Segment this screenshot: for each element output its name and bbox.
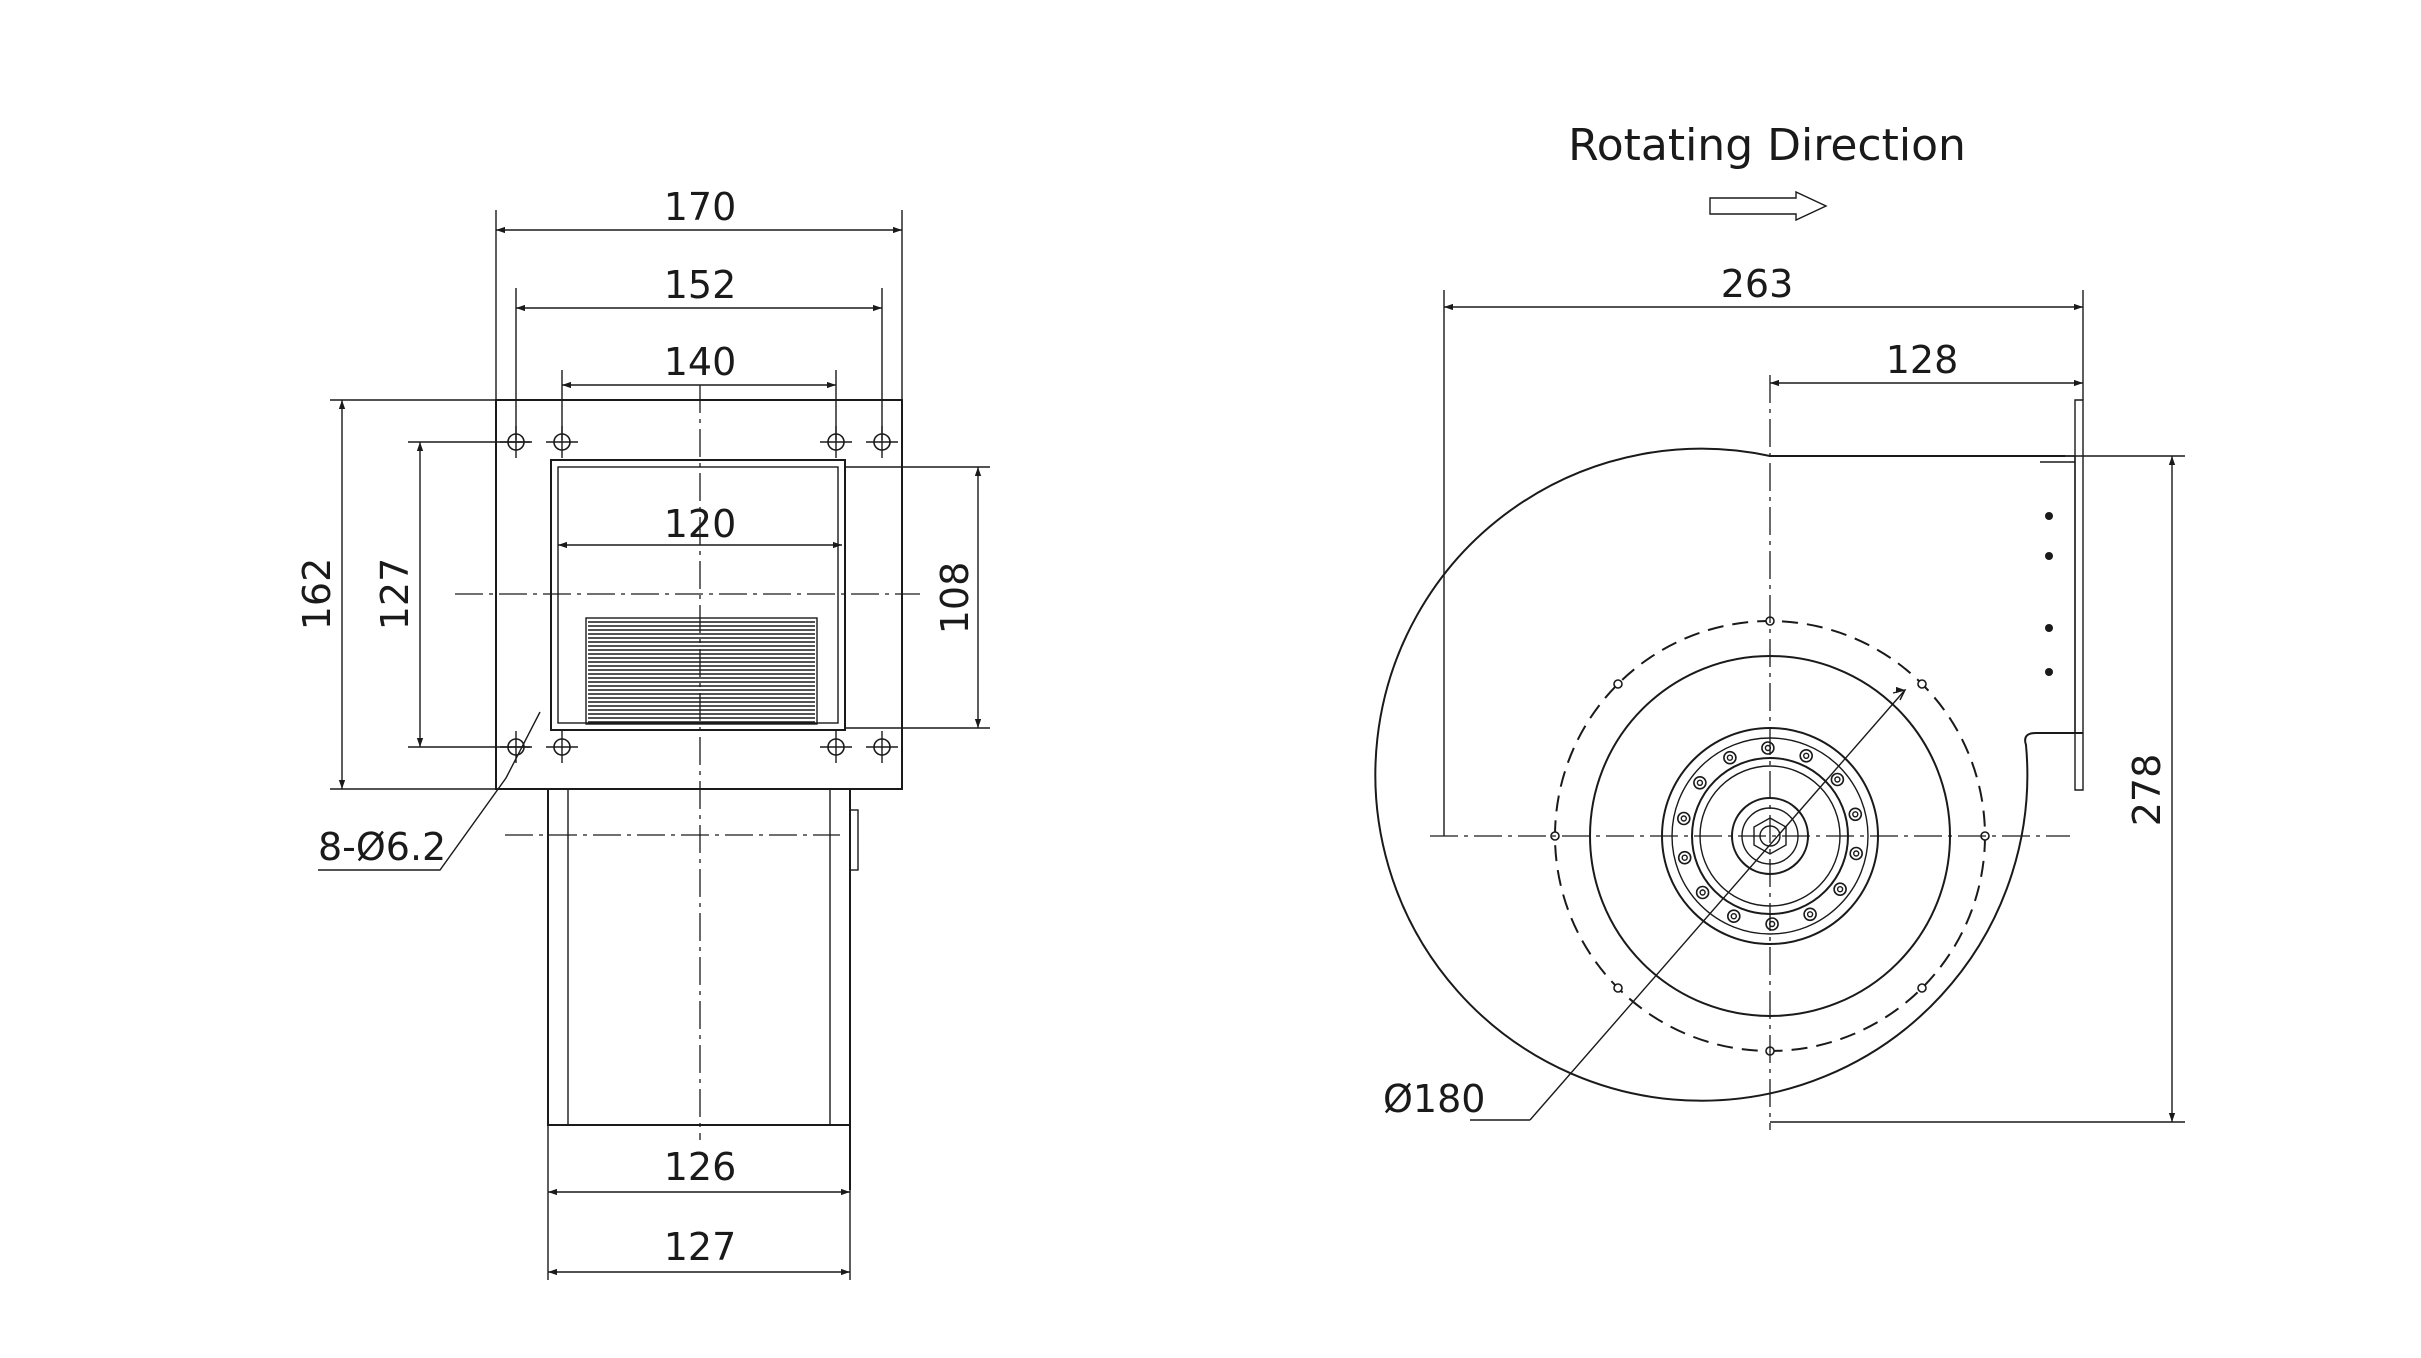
hub-bolt-center	[1730, 913, 1738, 920]
dim-label-152: 152	[664, 263, 737, 307]
hub-bolt	[1848, 807, 1863, 822]
dim-label-diameter: Ø180	[1383, 1077, 1485, 1121]
outlet-opening	[550, 459, 846, 731]
hub-bolt	[1677, 850, 1692, 865]
outlet-mount	[2045, 455, 2076, 734]
hub-bolt-center	[1726, 754, 1734, 761]
hub-bolt	[1849, 846, 1863, 861]
hub-bolt	[1723, 750, 1737, 765]
dim-label-162: 162	[295, 558, 339, 631]
impeller-fins	[585, 617, 818, 725]
dim-label-278: 278	[2125, 754, 2169, 827]
hub-bolt	[1727, 909, 1741, 924]
outlet-bolt-dot	[2045, 552, 2053, 560]
dim-label-127-horiz: 127	[664, 1225, 737, 1269]
dim-label-108: 108	[933, 562, 977, 635]
hub-bolt-center	[1852, 850, 1860, 857]
rotating-direction-label: Rotating Direction	[1568, 120, 1966, 171]
hub-bolt	[1761, 741, 1775, 755]
motor-tab	[849, 809, 859, 871]
outlet-bolt-dot	[2045, 668, 2053, 676]
dim-label-120: 120	[664, 502, 737, 546]
hub-bolt-center	[1802, 752, 1810, 759]
hub-bolt	[1833, 882, 1847, 897]
rotation-arrow-icon	[1709, 190, 1828, 222]
hub-bolt-center	[1852, 811, 1859, 818]
diameter-arrow-head	[1892, 688, 1907, 701]
diameter-line	[1529, 689, 1906, 1121]
outlet-inner-edge	[557, 466, 839, 724]
ring-hole	[1917, 983, 1927, 993]
dim-label-128: 128	[1886, 338, 1959, 382]
dim-label-126: 126	[664, 1145, 737, 1189]
impeller-outline	[585, 617, 818, 725]
side-view: Rotating Direction	[1374, 120, 2185, 1130]
ring-hole	[1613, 983, 1623, 993]
hub-bolt-center	[1696, 779, 1704, 786]
motor-body	[547, 788, 851, 1126]
hub-bolt-center	[1834, 776, 1841, 783]
hub-bolt	[1803, 907, 1817, 922]
hole-note-label: 8-Ø6.2	[318, 825, 446, 869]
hub-bolt	[1765, 917, 1779, 931]
scroll-housing	[1374, 447, 2083, 1102]
hub-bolt-center	[1680, 815, 1688, 822]
hub-bolt	[1830, 772, 1845, 787]
hub-bolt-center	[1836, 886, 1844, 893]
hole-leader	[318, 711, 541, 871]
dim-label-140: 140	[664, 340, 737, 384]
hub-bolt-center	[1699, 889, 1706, 896]
outlet-flange-strip	[2074, 399, 2084, 791]
outlet-bolt-dot	[2045, 624, 2053, 632]
hub-bolt-center	[1806, 911, 1814, 918]
hub-bolt-center	[1681, 854, 1688, 861]
dim-label-263: 263	[1721, 262, 1794, 306]
ring-hole	[1917, 679, 1927, 689]
hub-bolt	[1799, 748, 1813, 763]
dim-label-170: 170	[664, 185, 737, 229]
outlet-bolt-dots	[2045, 512, 2053, 676]
hub-bolt	[1695, 885, 1710, 900]
dim-label-127-vert: 127	[373, 558, 417, 631]
hub-bolt	[1677, 811, 1691, 826]
outlet-bolt-dot	[2045, 512, 2053, 520]
hub-bolt	[1693, 775, 1707, 790]
front-view: 170 152 140 120 162 127 108 8-Ø6.2 126 1…	[295, 185, 990, 1280]
ring-hole	[1613, 679, 1623, 689]
